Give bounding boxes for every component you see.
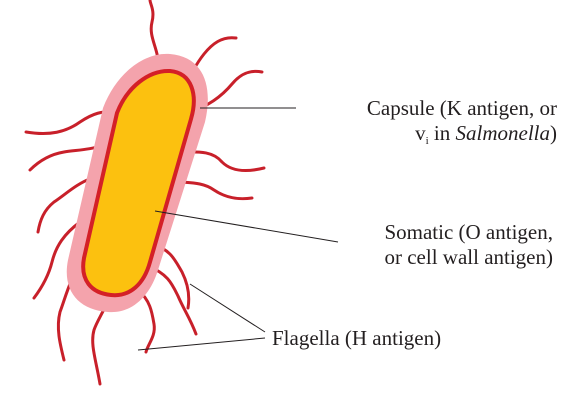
capsule-label-line1: Capsule (K antigen, or	[367, 96, 557, 121]
flagella-leader-line-upper	[190, 284, 265, 332]
capsule-label-v: v	[415, 121, 426, 145]
somatic-label-line1: Somatic (O antigen,	[384, 220, 553, 245]
capsule-label-in: in	[429, 121, 456, 145]
somatic-leader-line	[155, 211, 338, 242]
somatic-label-line2: or cell wall antigen)	[384, 245, 553, 270]
capsule-label: Capsule (K antigen, or vi in Salmonella)	[367, 96, 557, 148]
flagella-leader-line-lower	[138, 338, 265, 350]
somatic-label: Somatic (O antigen, or cell wall antigen…	[384, 220, 553, 270]
flagella-label: Flagella (H antigen)	[272, 326, 441, 351]
capsule-label-salmonella: Salmonella	[456, 121, 551, 145]
capsule-label-line2: vi in Salmonella)	[367, 121, 557, 148]
capsule-label-close-paren: )	[550, 121, 557, 145]
